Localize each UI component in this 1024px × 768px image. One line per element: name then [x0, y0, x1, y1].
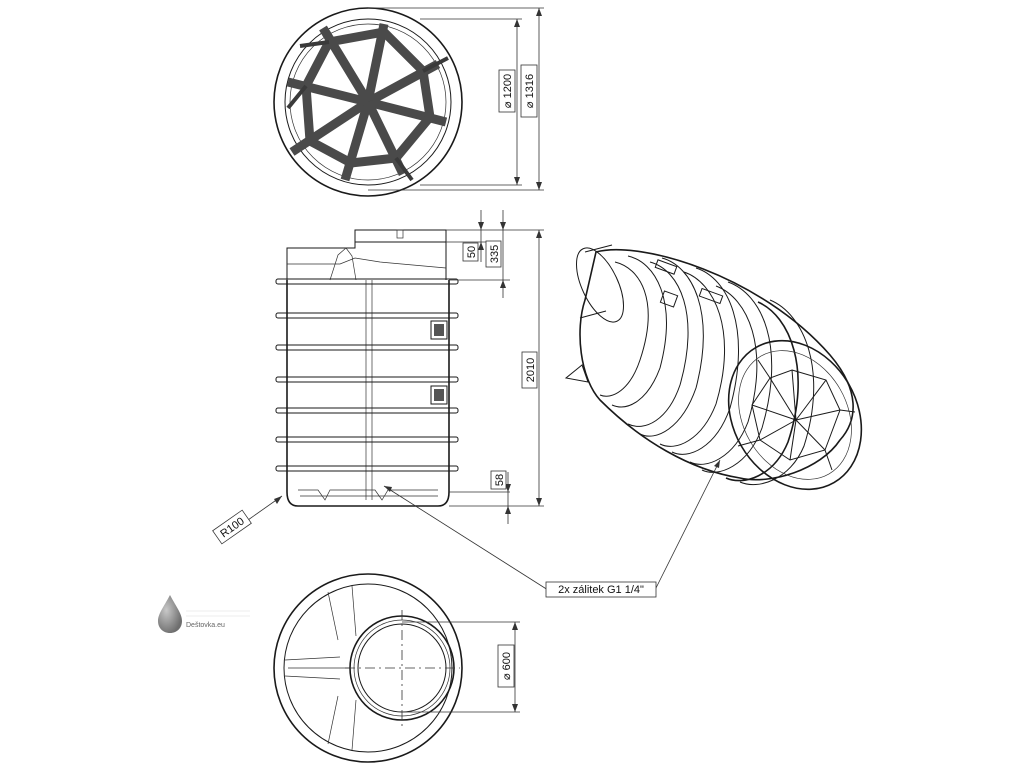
fitting-label: 2x zálitek G1 1/4"	[558, 584, 644, 596]
side-view-ribs	[275, 278, 459, 472]
top-view	[273, 7, 463, 197]
dim-inner-diameter: ⌀ 1200	[502, 74, 514, 108]
fitting-callout: 2x zálitek G1 1/4"	[383, 459, 721, 598]
lid-dimension: ⌀ 600	[402, 621, 520, 713]
dim-lid-diameter: ⌀ 600	[501, 652, 513, 680]
top-view-outer-ribs	[286, 40, 449, 182]
side-view-fittings	[430, 320, 448, 405]
side-view	[275, 229, 459, 507]
dim-outer-diameter: ⌀ 1316	[524, 74, 536, 108]
dim-base-height: 58	[494, 474, 506, 486]
dim-top-height: 335	[489, 245, 501, 263]
isometric-view	[564, 244, 863, 491]
side-view-dimensions: 50 335 2010 58 R100	[212, 210, 544, 545]
logo: Deštovka.eu	[158, 595, 250, 633]
dim-total-height: 2010	[525, 358, 537, 382]
top-view-spokes	[286, 23, 448, 182]
top-view-dimensions: ⌀ 1200 ⌀ 1316	[368, 7, 544, 191]
bottom-view	[273, 573, 463, 763]
logo-text: Deštovka.eu	[186, 622, 225, 629]
isometric-end-face	[727, 339, 863, 491]
dim-neck-height: 50	[466, 246, 478, 258]
isometric-rings	[599, 255, 815, 486]
water-drop-icon	[158, 595, 182, 633]
